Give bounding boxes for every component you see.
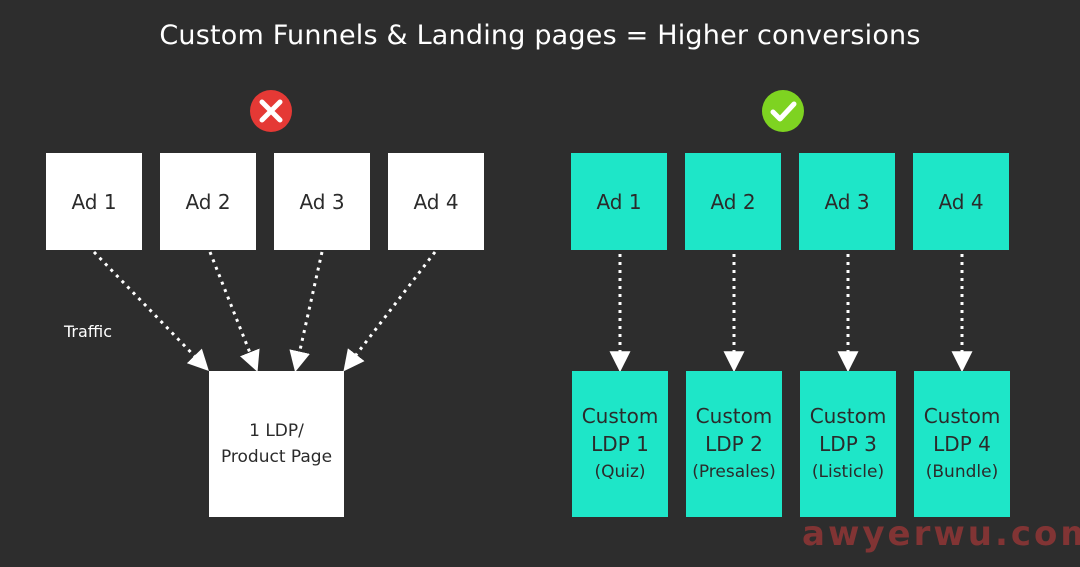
custom-ldp-1-line-2: LDP 1 [591, 432, 649, 456]
landing-line-2: Product Page [220, 447, 333, 467]
check-icon [762, 90, 804, 132]
left-ad-4: Ad 4 [388, 153, 484, 250]
cross-icon [250, 90, 292, 132]
custom-ldp-3-line-3: (Listicle) [811, 462, 885, 482]
custom-ldp-2-line-1: Custom [695, 404, 773, 428]
right-ad-1: Ad 1 [571, 153, 667, 250]
custom-ldp-3: Custom LDP 3 (Listicle) [800, 371, 896, 517]
arrow-ad1-to-ldp [92, 250, 209, 372]
diagram-title: Custom Funnels & Landing pages = Higher … [159, 20, 921, 51]
landing-line-1: 1 LDP/ [249, 421, 304, 441]
right-ad-2: Ad 2 [685, 153, 781, 250]
single-landing-page: 1 LDP/ Product Page [209, 371, 344, 517]
traffic-label: Traffic [64, 322, 113, 341]
left-ad-2: Ad 2 [160, 153, 256, 250]
custom-ldp-2-line-2: LDP 2 [705, 432, 763, 456]
custom-ldp-2: Custom LDP 2 (Presales) [686, 371, 782, 517]
custom-ldp-2-line-3: (Presales) [692, 462, 776, 482]
left-ad-1: Ad 1 [46, 153, 142, 250]
custom-ldp-1-line-1: Custom [581, 404, 659, 428]
left-ad-3: Ad 3 [274, 153, 370, 250]
custom-ldp-3-line-1: Custom [809, 404, 887, 428]
custom-ldp-4-line-1: Custom [923, 404, 1001, 428]
arrow-ad3-to-ldp [289, 251, 324, 373]
custom-ldp-1-line-3: (Quiz) [594, 462, 646, 482]
watermark: awyerwu.com [802, 514, 1080, 554]
custom-ldp-1: Custom LDP 1 (Quiz) [572, 371, 668, 517]
arrow-ad2-to-ldp [208, 251, 260, 372]
custom-ldp-3-line-2: LDP 3 [819, 432, 877, 456]
right-ad-3: Ad 3 [799, 153, 895, 250]
arrow-ad4-to-ldp [343, 251, 437, 372]
right-ad-4: Ad 4 [913, 153, 1009, 250]
custom-ldp-4-line-2: LDP 4 [933, 432, 991, 456]
custom-ldp-4-line-3: (Bundle) [925, 462, 999, 482]
custom-ldp-4: Custom LDP 4 (Bundle) [914, 371, 1010, 517]
